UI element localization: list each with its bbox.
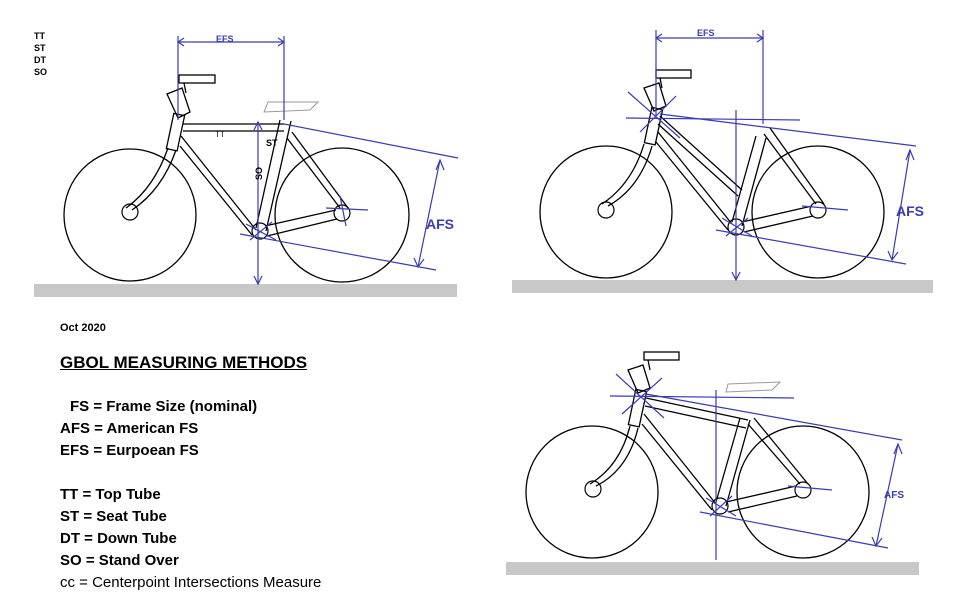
chain-stay xyxy=(725,485,797,503)
rear-hub xyxy=(809,201,827,219)
rear-wheel xyxy=(751,145,885,279)
chain-stay xyxy=(266,218,338,237)
chain-stay xyxy=(743,215,814,233)
afs-label: AFS xyxy=(896,203,924,219)
seat-stay xyxy=(747,423,801,485)
rear-wheel xyxy=(274,147,410,283)
seat-tube xyxy=(741,137,767,227)
date-label: Oct 2020 xyxy=(60,322,106,334)
front-hub xyxy=(121,203,139,221)
seat-tube xyxy=(265,120,292,232)
definition-item: SO = Stand Over xyxy=(60,552,179,569)
chain-stay xyxy=(741,205,813,223)
down-tube xyxy=(655,141,729,231)
definition-item: DT = Down Tube xyxy=(60,530,177,547)
st-label: ST xyxy=(266,138,278,148)
down-tube xyxy=(657,131,733,225)
afs-label: AFS xyxy=(426,216,454,232)
seat-stay xyxy=(753,417,809,485)
handlebar xyxy=(178,74,216,84)
down-tube xyxy=(641,423,713,511)
fork xyxy=(601,143,653,207)
bike-3-geometry: AFS xyxy=(506,351,919,575)
ground-bar xyxy=(34,284,457,297)
top-tube xyxy=(657,123,739,197)
efs-label: EFS xyxy=(216,34,234,44)
chain-stay xyxy=(264,209,337,227)
handlebar-post xyxy=(659,77,663,89)
legend-item: DT xyxy=(34,55,46,65)
stem xyxy=(643,82,667,112)
seat-stay xyxy=(769,127,825,205)
down-tube xyxy=(180,135,257,231)
handlebar xyxy=(655,69,692,79)
definition-item: TT = Top Tube xyxy=(60,486,161,503)
spacer xyxy=(60,462,321,484)
seat-stay xyxy=(763,133,817,205)
handlebar-post xyxy=(647,359,651,371)
legend-item: ST xyxy=(34,43,46,53)
efs-label: EFS xyxy=(697,28,715,38)
fork xyxy=(125,147,177,211)
head-tube xyxy=(627,388,648,428)
ground-bar xyxy=(506,562,919,575)
down-tube xyxy=(179,145,253,236)
bike-1-geometry: EFS AFS TT ST SO xyxy=(34,34,459,297)
legend-item: SO xyxy=(34,67,48,77)
handlebar xyxy=(643,351,680,361)
front-hub xyxy=(584,480,602,498)
saddle xyxy=(263,101,320,113)
bottom-bracket xyxy=(251,222,269,240)
abbreviation-legend: TT ST DT SO xyxy=(34,30,47,78)
definition-item: AFS = American FS xyxy=(60,420,199,437)
seat-tube xyxy=(715,417,741,503)
top-tube xyxy=(645,397,749,421)
tt-label: TT xyxy=(215,130,225,139)
saddle xyxy=(725,381,782,393)
fork xyxy=(589,425,639,487)
page-title: GBOL MEASURING METHODS xyxy=(60,353,308,372)
front-wheel xyxy=(63,148,197,282)
afs-label: AFS xyxy=(884,490,904,501)
bottom-bracket xyxy=(711,497,729,515)
bike-1-measure-lines xyxy=(176,36,459,286)
rear-hub xyxy=(794,481,812,499)
seat-tube xyxy=(255,119,281,229)
definition-item: cc = Centerpoint Intersections Measure xyxy=(60,574,322,591)
bike-2-measure-lines xyxy=(625,30,917,282)
front-wheel xyxy=(525,425,659,559)
seat-stay xyxy=(291,131,349,209)
definition-item: FS = Frame Size (nominal) xyxy=(70,398,258,415)
so-label: SO xyxy=(254,167,264,180)
seat-tube xyxy=(725,419,751,507)
bike-3-measure-lines xyxy=(609,373,903,560)
head-tube xyxy=(165,112,186,152)
handlebar-post xyxy=(183,82,187,94)
chain-stay xyxy=(727,495,798,513)
top-tube xyxy=(659,115,743,191)
front-wheel xyxy=(539,145,673,279)
definitions-block: FS = Frame Size (nominal) AFS = American… xyxy=(60,396,321,594)
definition-item: EFS = Eurpoean FS xyxy=(60,442,199,459)
rear-wheel xyxy=(736,425,870,559)
front-hub xyxy=(597,201,615,219)
seat-stay xyxy=(286,137,341,209)
ground-bar xyxy=(512,280,933,293)
stem xyxy=(166,87,191,119)
legend-item: TT xyxy=(34,31,45,41)
down-tube xyxy=(643,413,717,505)
bike-2-geometry: EFS AFS xyxy=(512,28,933,293)
top-tube xyxy=(644,405,747,429)
head-tube xyxy=(643,106,664,146)
definition-item: ST = Seat Tube xyxy=(60,508,167,525)
